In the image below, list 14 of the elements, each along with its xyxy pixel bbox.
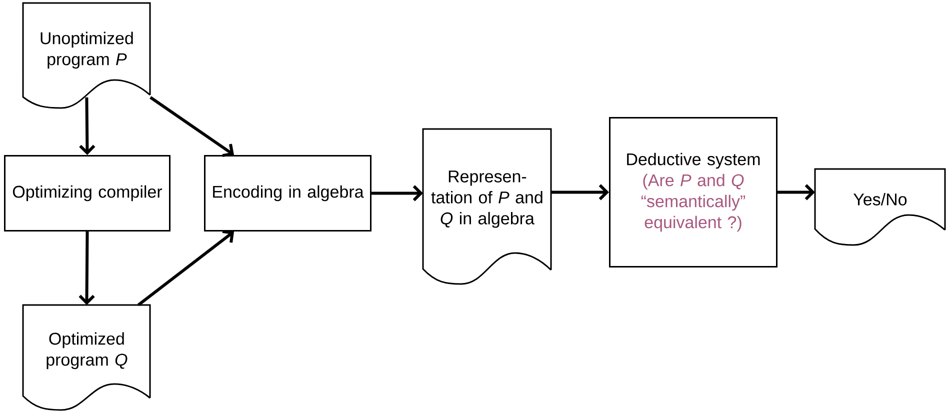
arrow	[778, 184, 815, 200]
arrow	[551, 184, 609, 200]
arrow	[78, 231, 95, 305]
process-box: Encoding in algebra	[204, 155, 372, 232]
arrow	[138, 230, 234, 306]
arrow	[150, 96, 234, 158]
document-shape: Unoptimized program P	[22, 2, 151, 109]
document-shape: Yes/No	[814, 168, 946, 246]
process-box: Deductive system (Are P and Q “semantically” equivalent ?)	[609, 117, 778, 268]
document-shape: Optimized program Q	[22, 304, 151, 411]
arrow	[372, 185, 423, 202]
document-shape: Represen-tation of P and Q in algebra	[422, 128, 552, 285]
process-box: Optimizing compiler	[4, 155, 170, 232]
arrow	[79, 97, 96, 155]
